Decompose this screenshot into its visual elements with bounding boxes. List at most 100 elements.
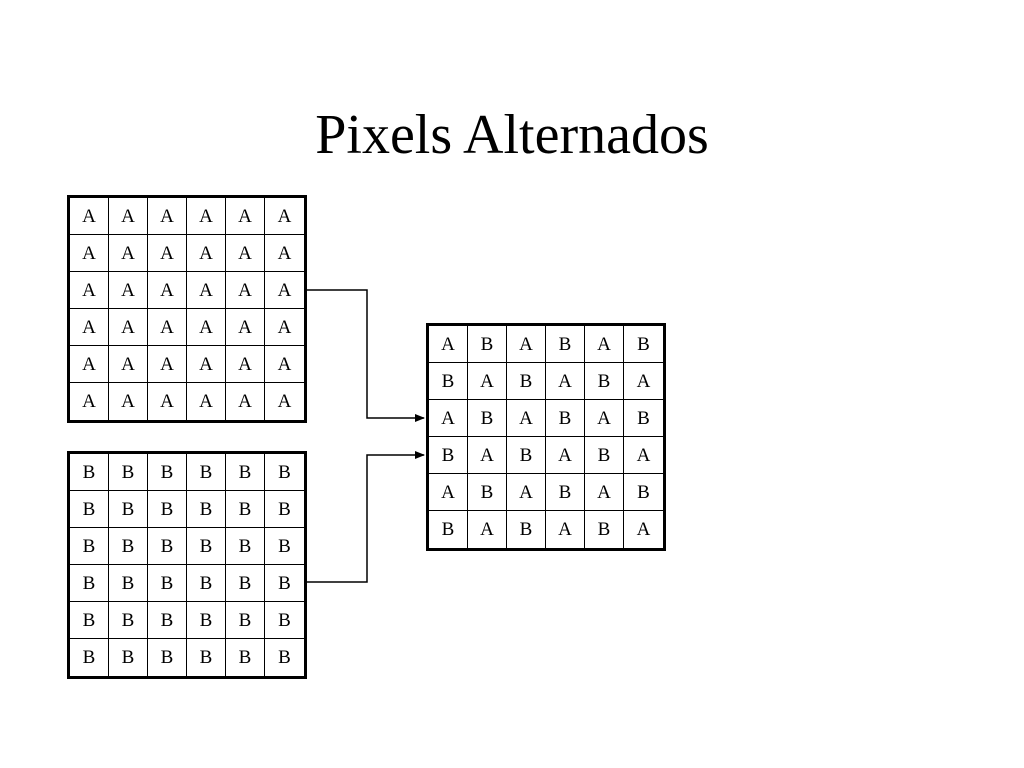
grid-b-cell: B [226,565,265,602]
grid-b-cell: B [265,454,304,491]
grid-b-cell: B [265,565,304,602]
grid-a-cell: A [226,383,265,420]
grid-b-cell: B [148,491,187,528]
grid-b-cell: B [187,565,226,602]
grid-result-cell: B [429,437,468,474]
grid-result-cell: B [546,326,585,363]
grid-result-cell: A [546,437,585,474]
grid-a-cell: A [277,391,292,412]
grid-result-cell: A [429,474,468,511]
grid-b-cell: B [226,491,265,528]
grid-result-cell: B [507,437,546,474]
grid-b-cell: B [187,528,226,565]
grid-result-cell: B [507,511,546,548]
grid-a-cell: A [265,235,304,272]
grid-a-cell: A [70,309,109,346]
grid-b-cell: B [187,454,226,491]
grid-b-cell: B [226,528,265,565]
grid-a-cell: A [226,235,265,272]
grid-a-cell: A [109,383,148,420]
grid-result-cell: A [585,474,624,511]
grid-a-cell: A [187,346,226,383]
grid-b-cell: B [187,602,226,639]
grid-a-cell: A [109,235,148,272]
grid-a-cell: A [226,309,265,346]
grid-result-cell: B [468,326,507,363]
grid-result-cell: B [624,474,663,511]
grid-result-cell: B [507,363,546,400]
grid-a-cell: A [148,272,187,309]
grid-b-cell: B [265,491,304,528]
slide-title: Pixels Alternados [315,104,709,166]
grid-a-cell: A [148,198,187,235]
grid-b-cell: B [109,639,148,676]
grid-b-cell: B [109,565,148,602]
grid-result-cell: B [468,400,507,437]
grid-a-cell: A [70,383,109,420]
grid-b-cell: B [187,639,226,676]
grid-result-cell: A [507,400,546,437]
grid-a-cell: A [70,346,109,383]
grid-result-cell: A [507,326,546,363]
grid-result-cell: A [468,363,507,400]
grid-a-cell: A [109,309,148,346]
grid-result-cell: B [546,400,585,437]
grid-result-cell: A [546,511,585,548]
grid-b-cell: B [148,528,187,565]
grid-b-cell: B [226,639,265,676]
grid-b-cell: B [70,528,109,565]
grid-result-cell: A [585,400,624,437]
grid-a-cell: A [187,383,226,420]
grid-result-cell: A [546,363,585,400]
grid-b-cell: B [187,491,226,528]
grid-b-cell: B [70,565,109,602]
grid-b-cell: B [148,565,187,602]
grid-a-cell: A [70,272,109,309]
connector-a-to-result [307,289,425,422]
grid-b-cell: B [109,491,148,528]
grid-b-cell: B [109,454,148,491]
connector-b-to-result [307,451,425,583]
grid-result-cell: A [624,437,663,474]
grid-result-cell: A [429,400,468,437]
grid-b-cell: B [109,602,148,639]
grid-a-cell: A [70,235,109,272]
grid-a-cell: A [187,309,226,346]
grid-result-cell: B [429,363,468,400]
grid-a-cell: A [148,309,187,346]
grid-b-cell: B [278,647,291,668]
grid-a-cell: A [109,198,148,235]
grid-a-cell: A [226,198,265,235]
grid-result-cell: A [624,363,663,400]
grid-a-cell: A [148,383,187,420]
grid-a-cell: A [187,198,226,235]
grid-a-cell: A [70,198,109,235]
grid-a-cell: A [265,309,304,346]
grid-b-cell: B [70,639,109,676]
grid-result-cell: A [585,326,624,363]
grid-b-cell: B [148,454,187,491]
grid-b-cell: B [148,639,187,676]
grid-b-cell: B [265,602,304,639]
grid-result-cell: B [624,400,663,437]
grid-result-cell: B [585,437,624,474]
grid-a-cell: A [226,272,265,309]
grid-a-cell: A [265,198,304,235]
grid-a-cell: A [109,346,148,383]
grid-b-cell: B [70,491,109,528]
grid-result-cell: A [636,519,651,540]
grid-b-cell: B [226,454,265,491]
grid-a-cell: A [265,272,304,309]
grid-a-cell: A [148,235,187,272]
grid-b-cell: B [148,602,187,639]
grid-a-cell: A [187,235,226,272]
grid-result-cell: B [585,511,624,548]
grid-a-cell: A [109,272,148,309]
grid-a-cell: A [148,346,187,383]
grid-a-cell: A [187,272,226,309]
grid-result-cell: A [468,437,507,474]
grid-result-cell: B [468,474,507,511]
